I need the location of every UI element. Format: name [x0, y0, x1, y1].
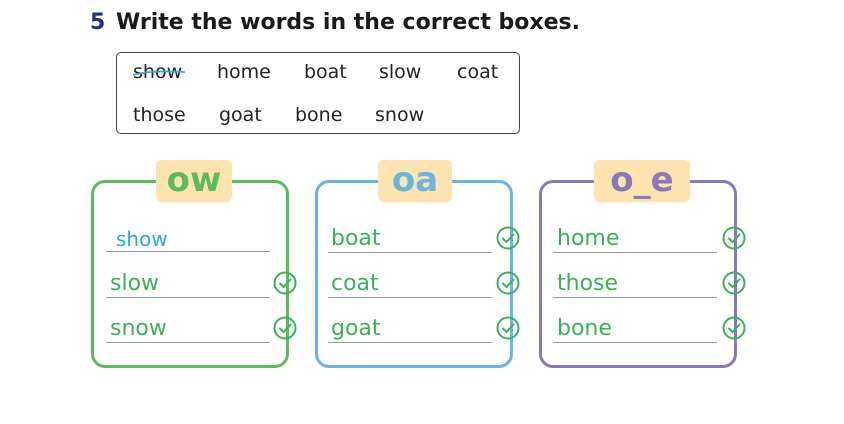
group-label-oa: oa: [378, 160, 452, 202]
word-bank-word: bone: [295, 104, 343, 126]
group-label-ow: ow: [156, 160, 232, 202]
word-bank-word: slow: [379, 61, 422, 83]
word-bank-word: boat: [304, 61, 347, 83]
check-circle-icon: [722, 271, 746, 295]
answer-word: slow: [110, 271, 160, 296]
check-circle-icon: [273, 316, 297, 340]
answer-line: [106, 251, 270, 252]
answer-word: bone: [557, 316, 612, 341]
answer-line: [106, 297, 270, 298]
answer-line: [106, 342, 270, 343]
answer-word: goat: [331, 316, 381, 341]
answer-word: boat: [331, 226, 381, 251]
answer-line: [328, 297, 492, 298]
word-bank-word: snow: [375, 104, 425, 126]
answer-word: coat: [331, 271, 379, 296]
check-circle-icon: [273, 271, 297, 295]
answer-word: snow: [110, 316, 167, 341]
check-circle-icon: [722, 226, 746, 250]
word-bank-word: home: [217, 61, 271, 83]
answer-line: [553, 342, 717, 343]
answer-line: [553, 297, 717, 298]
strikethrough-mark: [132, 70, 186, 76]
word-bank-word: those: [133, 104, 186, 126]
word-bank-word: goat: [219, 104, 262, 126]
answer-line: [328, 342, 492, 343]
answer-word: home: [557, 226, 620, 251]
answer-line: [553, 252, 717, 253]
check-circle-icon: [496, 316, 520, 340]
check-circle-icon: [496, 226, 520, 250]
check-circle-icon: [722, 316, 746, 340]
answer-example: show: [116, 227, 168, 251]
word-bank-word: coat: [457, 61, 499, 83]
group-box-oa: [315, 180, 513, 368]
group-label-o-e: o_e: [594, 160, 690, 202]
exercise-instruction: Write the words in the correct boxes.: [116, 10, 580, 35]
exercise-number: 5: [90, 10, 106, 35]
answer-line: [328, 252, 492, 253]
group-box-ow: [91, 180, 289, 368]
answer-word: those: [557, 271, 619, 296]
check-circle-icon: [496, 271, 520, 295]
word-bank-word-crossed: show: [132, 61, 186, 83]
word-bank: show home boat slow coat those goat bone…: [116, 52, 520, 134]
